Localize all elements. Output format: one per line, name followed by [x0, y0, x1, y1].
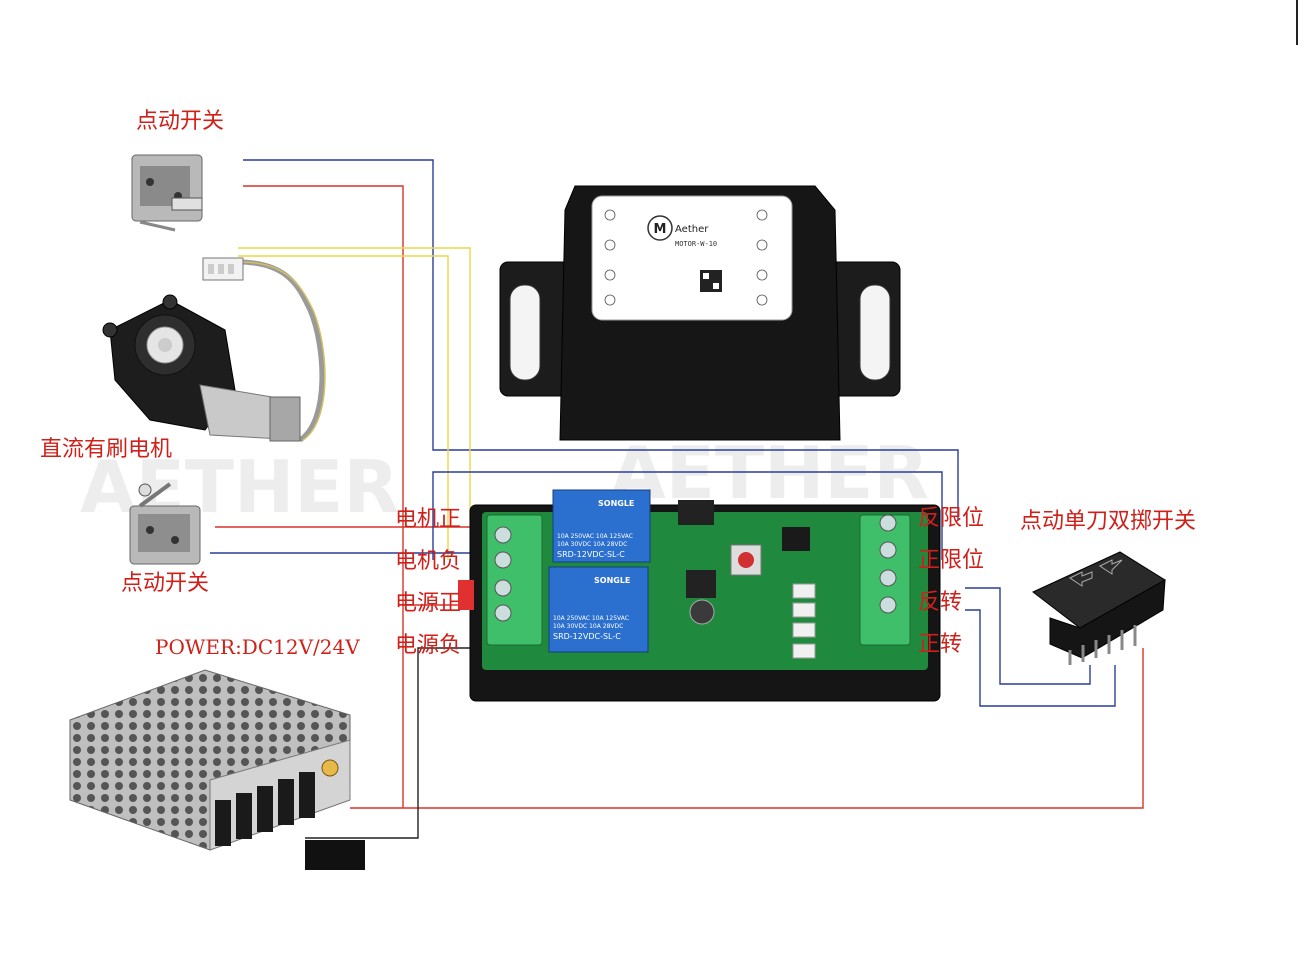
label-reverse: 反转 [918, 590, 963, 615]
label-forward-limit: 正限位 [918, 548, 985, 573]
label-spdt-switch: 点动单刀双掷开关 [1020, 509, 1197, 534]
wire-black-power [305, 647, 470, 839]
wire-red-power [350, 648, 1144, 809]
relay-2: SONGLE 10A 250VAC 10A 125VAC 10A 30VDC 1… [548, 566, 649, 653]
label-motor-neg: 电机负 [395, 549, 462, 574]
module-model: MOTOR-W-10 [675, 240, 717, 248]
capacitor [689, 599, 715, 625]
module-brand: Aether [675, 224, 709, 235]
right-terminal-block [859, 514, 911, 646]
left-terminal-block [486, 514, 543, 646]
relay-1-rating2: 10A 30VDC 10A 28VDC [557, 541, 627, 548]
relay-1-brand: SONGLE [598, 499, 634, 508]
relay-2-model: SRD-12VDC-SL-C [553, 632, 621, 641]
label-jog-switch-top: 点动开关 [136, 109, 225, 134]
relay-2-brand: SONGLE [594, 576, 630, 585]
wire-blue-reverse [965, 587, 1091, 685]
label-dc-motor: 直流有刷电机 [40, 437, 173, 462]
wire-red-top [243, 185, 404, 808]
dc-motor [102, 257, 326, 443]
relay-board: SONGLE 10A 250VAC 10A 125VAC 10A 30VDC 1… [458, 489, 941, 702]
module-motor-symbol: M [654, 222, 667, 237]
relay-1-model: SRD-12VDC-SL-C [557, 550, 625, 559]
label-power-neg: 电源负 [395, 633, 462, 658]
jog-switch-top [131, 154, 203, 232]
relay-2-rating1: 10A 250VAC 10A 125VAC [553, 615, 629, 622]
wire-yellow-2 [238, 255, 449, 560]
relay-1: SONGLE 10A 250VAC 10A 125VAC 10A 30VDC 1… [552, 489, 651, 563]
regulator [686, 570, 716, 598]
label-jog-switch-bottom: 点动开关 [121, 571, 210, 596]
controller-enclosure: Aether MOTOR-W-10 M [499, 185, 901, 441]
label-motor-pos: 电机正 [395, 507, 462, 532]
power-supply [69, 669, 365, 870]
spdt-rocker-switch [1032, 551, 1166, 665]
wire-blue-top [243, 159, 959, 520]
wire-blue-forward [965, 609, 1116, 707]
label-power-pos: 电源正 [395, 591, 462, 616]
watermark-center: AETHER [610, 431, 929, 515]
jog-switch-bottom [129, 482, 201, 565]
label-forward: 正转 [918, 632, 963, 657]
label-power: POWER:DC12V/24V [155, 635, 360, 659]
wire-yellow-1 [238, 247, 471, 520]
relay-1-rating1: 10A 250VAC 10A 125VAC [557, 533, 633, 540]
ic-chip [782, 527, 810, 551]
relay-2-rating2: 10A 30VDC 10A 28VDC [553, 623, 623, 630]
wire-blue-forward-limit [432, 471, 943, 560]
label-reverse-limit: 反限位 [918, 506, 985, 531]
